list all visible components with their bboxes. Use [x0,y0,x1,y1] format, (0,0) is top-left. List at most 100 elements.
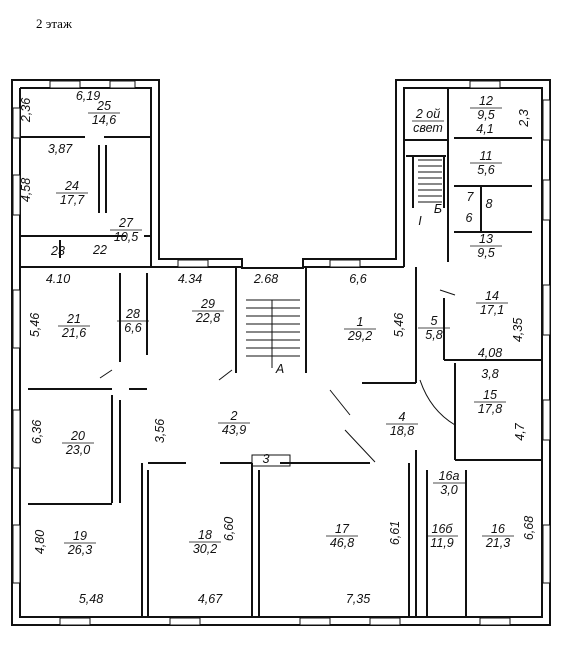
wall [443,298,542,361]
dimension-label: 2.68 [253,272,278,286]
dimension-label: 7,35 [346,592,370,606]
room-number-15: 15 [483,388,497,402]
room-number-18: 18 [198,528,212,542]
room-area-16a: 3,0 [440,483,457,497]
room-area-29: 22,8 [195,311,220,325]
wall [235,267,307,373]
outer-wall [11,79,551,626]
window [12,289,21,349]
room-number-29: 29 [200,297,215,311]
stair-label-stair3: 3 [263,452,270,466]
dimension-label: 4.34 [178,272,202,286]
dimension-label: 4,67 [198,592,223,606]
room-area-4: 18,8 [390,424,414,438]
stair-label-i: I [418,214,422,228]
room-number-2svet: 2 ой [415,107,440,121]
dimension-label: 5,46 [392,313,406,337]
room-number-16a: 16а [439,469,460,483]
room-number-7: 7 [467,190,475,204]
dimension-label: 3,8 [481,367,498,381]
stair-a-steps [246,299,300,368]
dimension-label: 6,68 [522,516,536,540]
dimension-label: 6,19 [76,89,100,103]
door-swing [419,379,456,426]
wall [98,145,107,213]
room-number-24: 24 [64,179,79,193]
room-area-20: 23,0 [65,443,90,457]
dimension-label: 2,3 [517,109,531,127]
wall [111,395,121,503]
dimension-label: 4,08 [478,346,502,360]
room-number-25: 25 [96,99,111,113]
room-area-14: 17,1 [480,303,504,317]
dimension-label: 4,80 [33,530,47,554]
room-area-2svet: свет [413,121,443,135]
window [542,99,551,141]
dimension-label: 3,56 [153,419,167,443]
wall [141,463,149,617]
room-area-11: 5,6 [477,163,494,177]
window [169,617,201,626]
dimension-label: 4,7 [513,422,527,440]
room-area-15: 17,8 [478,402,502,416]
room-number-19: 19 [73,529,87,543]
room-number-16: 16 [491,522,505,536]
room-area-5: 5,8 [425,328,442,342]
stair-label-b: Б [434,202,442,216]
wall [251,463,260,617]
room-area-1: 29,2 [347,329,372,343]
window [59,617,91,626]
room-area-27: 10,5 [114,230,138,244]
wall [454,363,542,461]
window [542,399,551,441]
window [369,617,401,626]
stair-label-a: А [275,362,284,376]
room-number-12: 12 [479,94,493,108]
room-area-18: 30,2 [193,542,217,556]
window [542,524,551,584]
room-number-21: 21 [66,312,81,326]
window [109,80,136,89]
wall [454,137,532,233]
window [12,107,21,139]
dimension-label: 6,61 [388,521,402,545]
dimension-label: 3,87 [48,142,73,156]
dimension-label: 4,35 [511,318,525,342]
room-number-2: 2 [230,409,238,423]
dimension-label: 6,36 [30,420,44,444]
dimension-label: 4.10 [46,272,70,286]
window [542,284,551,336]
room-number-20: 20 [70,429,85,443]
dimension-label: 5,48 [79,592,103,606]
dimension-label: 5,46 [28,313,42,337]
window [542,179,551,221]
wall [426,470,467,617]
room-area-16: 21,3 [485,536,510,550]
dimension-label: 4,1 [476,122,493,136]
room-number-8: 8 [486,197,493,211]
room-number-17: 17 [335,522,350,536]
window [329,259,361,268]
door-swing [99,369,233,381]
room-number-11: 11 [480,149,493,163]
room-number-27: 27 [118,216,134,230]
door-swing [329,389,376,463]
room-area-17: 46,8 [330,536,354,550]
room-area-25: 14,6 [92,113,116,127]
dimension-label: 6,6 [349,272,366,286]
window [12,524,21,584]
window [12,409,21,469]
window [177,259,209,268]
wall [119,273,148,362]
room-number-4: 4 [399,410,406,424]
window [299,617,331,626]
dimension-label: 6,60 [222,517,236,541]
door-swing [439,289,456,296]
room-area-24: 17,7 [60,193,85,207]
stair-3-box [251,454,291,467]
room-number-1: 1 [357,315,364,329]
room-area-12: 9,5 [477,108,494,122]
room-area-28: 6,6 [124,321,141,335]
room-number-14: 14 [485,289,499,303]
